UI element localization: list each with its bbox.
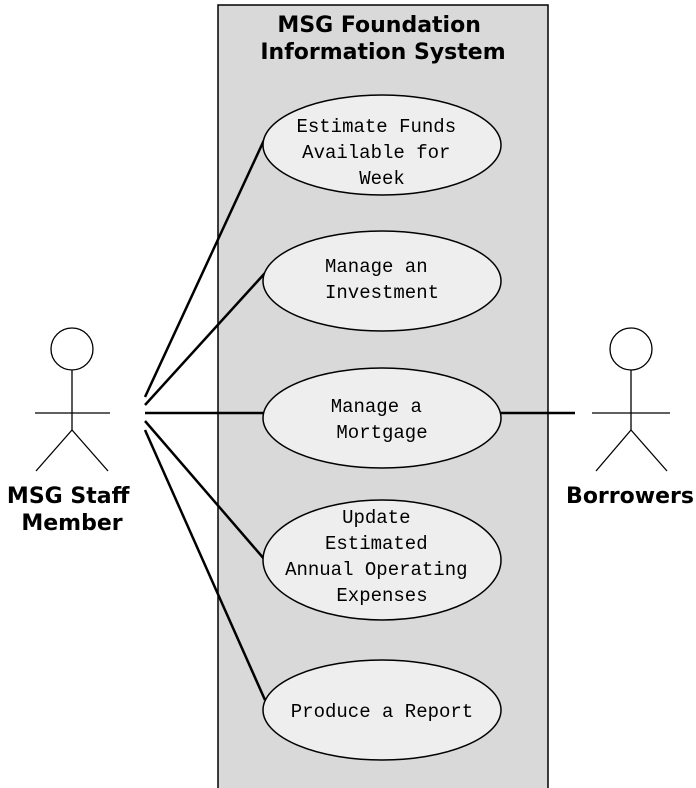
use-case-label: Update <box>342 507 410 529</box>
stick-figure-icon <box>592 327 670 472</box>
use-case-manage-mortgage: Manage a Mortgage <box>262 367 502 469</box>
use-case-label: Investment <box>325 282 439 304</box>
use-case-label: Expenses <box>336 585 427 607</box>
actor-staff-label-line-2: Member <box>21 511 122 536</box>
use-case-label: Produce a Report <box>291 701 473 723</box>
association-staff-manage-investment <box>144 272 266 406</box>
actor-borrowers-label: Borrowers <box>566 484 694 509</box>
system-title-line-2: Information System <box>260 40 505 65</box>
actor-staff-label: MSG Staff Member <box>7 484 137 536</box>
association-staff-produce-report <box>143 429 267 701</box>
actor-borrowers-label-line-1: Borrowers <box>566 484 694 509</box>
use-case-update-expenses: Update Estimated Annual Operating Expens… <box>262 499 502 621</box>
associations <box>143 137 575 701</box>
association-staff-estimate-funds <box>143 137 267 398</box>
use-case-label: Manage an <box>325 256 428 278</box>
svg-text:Update Estimated A: Update Estimated Annual Operating Expens… <box>285 507 479 607</box>
actor-staff: MSG Staff Member <box>7 327 137 536</box>
use-case-label: Week <box>359 168 405 190</box>
system-title: MSG Foundation Information System <box>260 13 505 65</box>
actor-staff-label-line-1: MSG Staff <box>7 484 131 509</box>
use-case-label: Estimate Funds <box>296 116 456 138</box>
use-case-label: Annual Operating <box>285 559 467 581</box>
use-case-produce-report: Produce a Report <box>262 659 502 761</box>
system-title-line-1: MSG Foundation <box>277 13 480 38</box>
stick-figure-icon <box>35 327 110 472</box>
use-case-estimate-funds: Estimate Funds Available for Week <box>262 94 502 196</box>
use-case-manage-investment: Manage an Investment <box>262 230 502 332</box>
use-case-label: Estimated <box>325 533 428 555</box>
use-case-label: Available for <box>302 142 450 164</box>
association-staff-update-expenses <box>144 420 266 561</box>
actor-borrowers: Borrowers <box>566 327 694 509</box>
svg-text:Manage an Investment: Manage an Investment <box>325 256 439 304</box>
svg-text:Manage a Mortgage: Manage a Mortgage <box>331 396 434 444</box>
use-case-label: Manage a <box>331 396 422 418</box>
svg-text:Produce a Report: Produce a Report <box>291 701 473 723</box>
use-case-label: Mortgage <box>336 422 427 444</box>
svg-text:Estimate Funds Available: Estimate Funds Available for Week <box>296 116 467 190</box>
